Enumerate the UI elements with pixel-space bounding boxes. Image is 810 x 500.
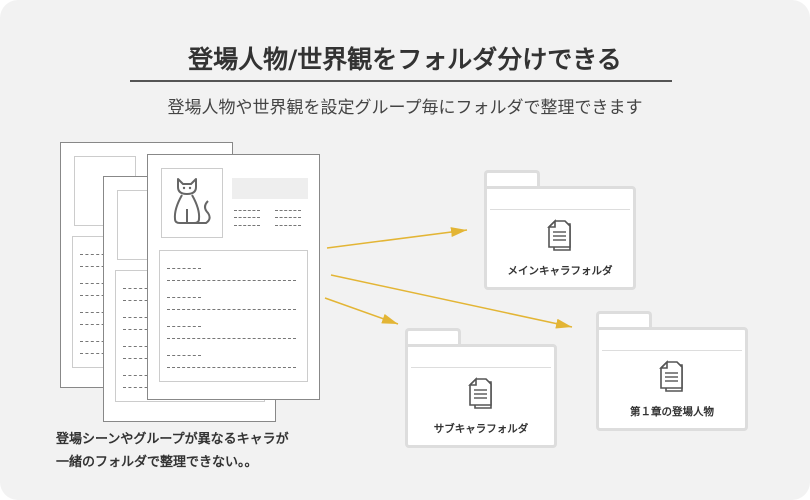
subtitle: 登場人物や世界観を設定グループ毎にフォルダで整理できます <box>167 98 643 118</box>
arrow-to-main-folder <box>326 227 468 249</box>
folder-label: メインキャラフォルダ <box>507 265 613 277</box>
title-underline <box>130 80 672 82</box>
documents-icon <box>468 377 492 409</box>
character-sheet-front <box>147 154 320 400</box>
folder-label: サブキャラフォルダ <box>433 423 529 435</box>
caption: 登場シーンやグループが異なるキャラが 一緒のフォルダで整理できない。。 <box>56 428 289 474</box>
documents-icon <box>547 219 571 251</box>
caption-line-2: 一緒のフォルダで整理できない。。 <box>56 455 258 470</box>
caption-line-1: 登場シーンやグループが異なるキャラが <box>56 432 289 447</box>
documents-icon <box>659 360 683 392</box>
arrow-to-sub-folder <box>324 297 399 325</box>
cat-icon <box>173 178 211 224</box>
page-title: 登場人物/世界観をフォルダ分けできる <box>188 45 622 74</box>
character-portrait <box>161 168 223 238</box>
folder-label: 第１章の登場人物 <box>630 406 714 418</box>
